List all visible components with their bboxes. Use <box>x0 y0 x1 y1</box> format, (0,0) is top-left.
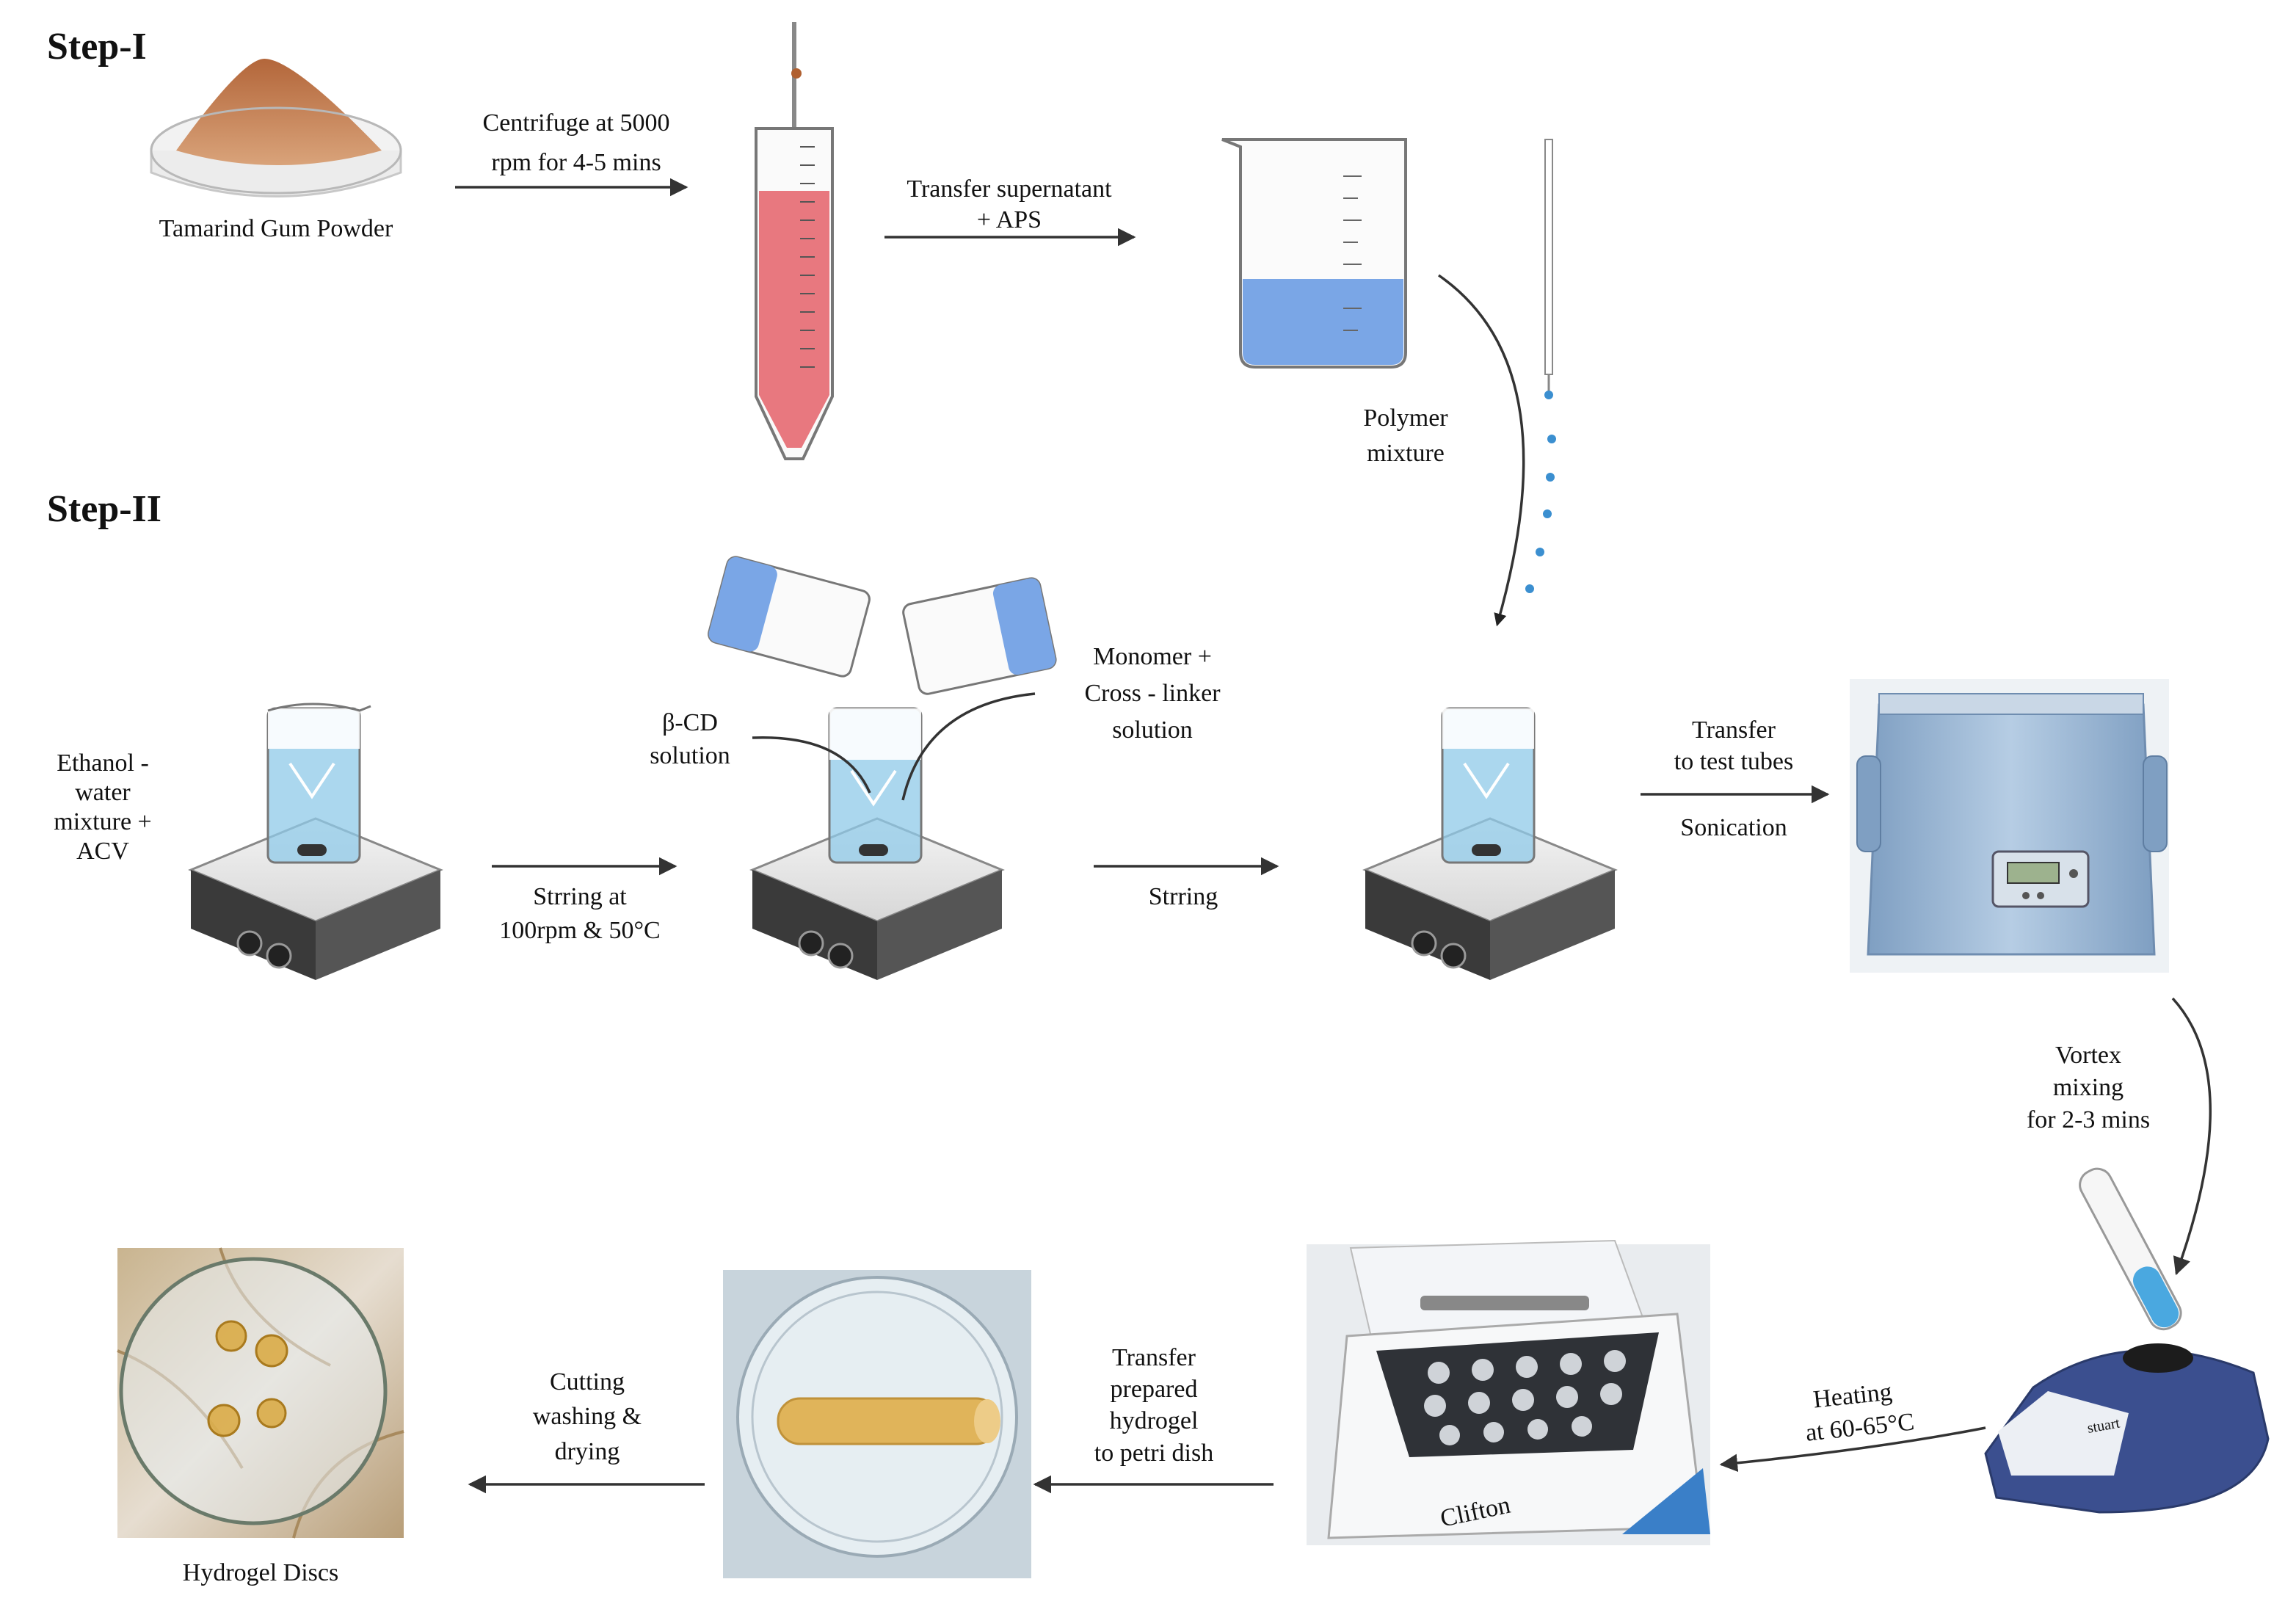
transfer-hydrogel-line2: prepared <box>1111 1376 1198 1403</box>
monomer-line3: solution <box>1112 716 1193 744</box>
centrifuge-label-line1: Centrifuge at 5000 <box>483 109 670 137</box>
arrow-vortex <box>2171 997 2212 1276</box>
centrifuge-tube <box>755 22 834 460</box>
polymer-mixture-line1: Polymer <box>1363 404 1448 432</box>
pointer-monomer <box>901 692 1036 801</box>
stirring1-line2: 100rpm & 50°C <box>499 917 661 944</box>
arrow-polymer-pour <box>1438 274 1525 627</box>
transfer-supernatant-line1: Transfer supernatant <box>907 175 1112 203</box>
hotplate-stirrer-3 <box>1362 707 1618 980</box>
transfer-tubes-line2: to test tubes <box>1674 748 1793 775</box>
ethanol-line3: mixture + <box>54 808 151 835</box>
centrifuge-label-line2: rpm for 4-5 mins <box>491 149 661 176</box>
tamarind-powder-dish <box>150 59 402 197</box>
stirring2-label: Strring <box>1149 883 1218 910</box>
water-bath: Clifton <box>1307 1239 1710 1545</box>
monomer-beaker-tilted <box>902 577 1057 695</box>
bcd-beaker-tilted <box>708 556 871 678</box>
ethanol-line1: Ethanol - <box>57 750 149 777</box>
transfer-supernatant-line2: + APS <box>977 206 1042 233</box>
polymer-mixture-line2: mixture <box>1367 440 1445 467</box>
petri-dish-hydrogel <box>723 1270 1031 1578</box>
vortex-line2: mixing <box>2053 1074 2124 1101</box>
pipette <box>1525 139 1556 593</box>
vortex-line3: for 2-3 mins <box>2027 1106 2150 1133</box>
step1-label: Step-I <box>47 26 147 68</box>
bcd-line1: β-CD <box>662 709 718 736</box>
ethanol-line4: ACV <box>76 838 129 865</box>
hydrogel-discs-dish <box>117 1247 404 1539</box>
step2-label: Step-II <box>47 488 161 530</box>
transfer-hydrogel-line3: hydrogel <box>1110 1407 1199 1434</box>
ultrasonic-bath <box>1850 679 2169 973</box>
ethanol-line2: water <box>75 779 131 806</box>
vortex-mixer: stuart <box>1984 1167 2270 1514</box>
monomer-line1: Monomer + <box>1093 643 1212 670</box>
cutting-line2: washing & <box>533 1403 642 1430</box>
transfer-hydrogel-line4: to petri dish <box>1094 1440 1213 1467</box>
heating-line2: at 60-65°C <box>1804 1408 1916 1446</box>
hotplate-stirrer-2 <box>749 707 1005 980</box>
vortex-line1: Vortex <box>2055 1042 2121 1069</box>
cutting-line1: Cutting <box>550 1368 625 1396</box>
heating-line1: Heating <box>1812 1379 1893 1414</box>
pointer-bcd <box>752 736 871 794</box>
monomer-line2: Cross - linker <box>1084 680 1221 707</box>
hydrogel-discs-label: Hydrogel Discs <box>183 1559 338 1586</box>
transfer-tubes-line1: Transfer <box>1692 716 1776 744</box>
hotplate-stirrer-1 <box>188 703 443 980</box>
sonication-label: Sonication <box>1680 814 1787 841</box>
transfer-hydrogel-line1: Transfer <box>1112 1344 1196 1371</box>
polymer-beaker <box>1221 138 1407 369</box>
tamarind-label: Tamarind Gum Powder <box>159 215 393 242</box>
bcd-line2: solution <box>650 742 730 769</box>
stirring1-line1: Strring at <box>533 883 627 910</box>
arrow-heating <box>1719 1426 1986 1473</box>
cutting-line3: drying <box>555 1438 620 1465</box>
